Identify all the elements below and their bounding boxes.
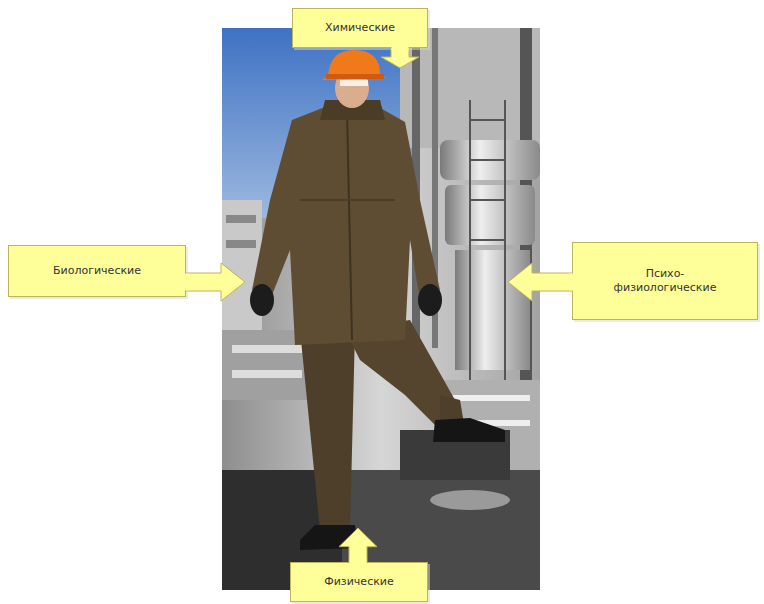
callout-arrow bbox=[9, 246, 246, 302]
callout-label: Психо- физиологические bbox=[614, 267, 717, 296]
callout-box: Психо- физиологические bbox=[572, 242, 758, 320]
callout-box: Химические bbox=[292, 8, 428, 48]
callout-label: Химические bbox=[325, 21, 395, 35]
callout-label: Биологические bbox=[53, 264, 141, 278]
callout-arrow bbox=[293, 9, 431, 69]
callout-arrow bbox=[508, 243, 760, 323]
callout-label: Физические bbox=[324, 575, 394, 589]
callout-box: Биологические bbox=[8, 245, 186, 297]
callout-arrow bbox=[291, 528, 431, 604]
callout-box: Физические bbox=[290, 562, 428, 602]
